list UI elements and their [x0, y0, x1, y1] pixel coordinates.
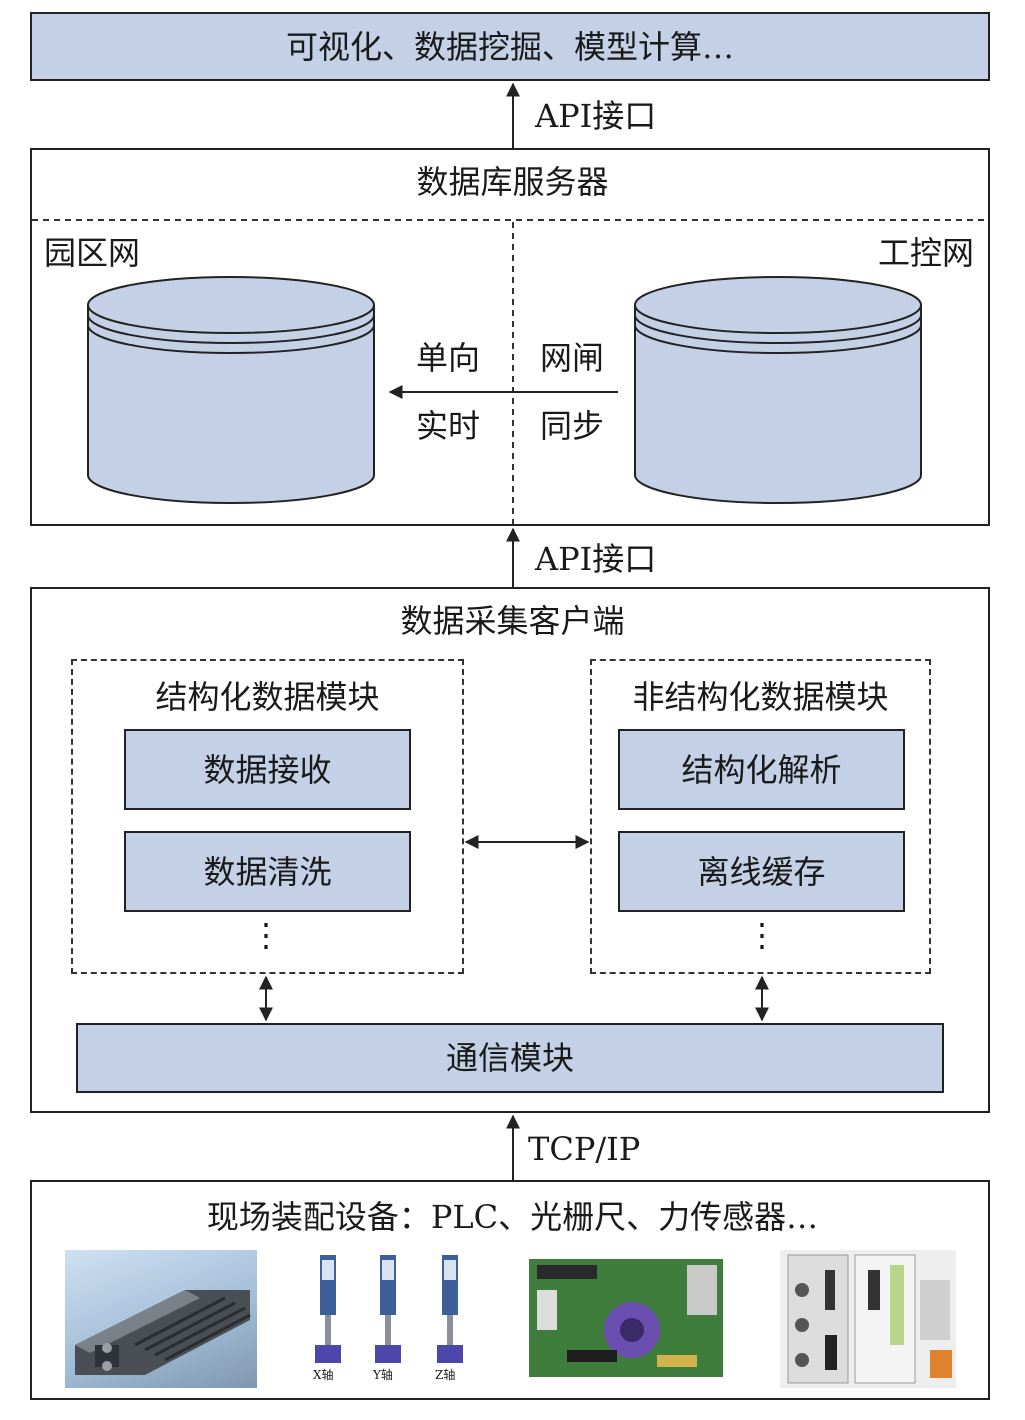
application-layer-box: 可视化、数据挖掘、模型计算… — [30, 12, 990, 81]
axis-label-z: Z轴 — [435, 1368, 456, 1382]
axis-label-y: Y轴 — [373, 1368, 393, 1382]
gateway-label: 网闸 — [540, 339, 605, 377]
api-interface-label-middle: API接口 — [535, 540, 657, 578]
tcp-ip-label: TCP/IP — [528, 1130, 641, 1168]
data-receive-box: 数据接收 — [124, 729, 411, 810]
one-way-label: 单向 — [416, 339, 481, 377]
left-database-line1: 时序数据库 — [151, 387, 312, 425]
data-cleaning-box: 数据清洗 — [124, 831, 411, 912]
offline-cache-label: 离线缓存 — [697, 852, 826, 891]
field-devices-title: 现场装配设备：PLC、光栅尺、力传感器… — [206, 1198, 819, 1236]
position-sensors-image: X轴 Y轴 Z轴 — [310, 1250, 480, 1388]
industrial-network-label: 工控网 — [878, 234, 975, 272]
plc-controller-image — [780, 1250, 956, 1388]
unstructured-more-ellipsis: ⋮ — [746, 916, 778, 954]
acquisition-card-image — [527, 1255, 725, 1381]
right-database-line2: 全量历史数据 — [682, 425, 875, 463]
application-layer-label: 可视化、数据挖掘、模型计算… — [285, 27, 734, 66]
offline-cache-box: 离线缓存 — [618, 831, 905, 912]
communication-module-label: 通信模块 — [445, 1039, 574, 1077]
data-cleaning-label: 数据清洗 — [203, 852, 332, 891]
campus-network-label: 园区网 — [44, 234, 141, 272]
database-server-frame — [30, 148, 990, 526]
structured-module-title: 结构化数据模块 — [155, 678, 380, 716]
data-collection-client-title: 数据采集客户端 — [400, 602, 625, 640]
axis-label-x: X轴 — [313, 1368, 334, 1382]
data-receive-label: 数据接收 — [203, 750, 332, 789]
right-database-line1: 时序数据库 — [698, 387, 859, 425]
grating-ruler-image — [65, 1250, 257, 1388]
structured-more-ellipsis: ⋮ — [250, 916, 282, 954]
api-interface-label-top: API接口 — [535, 97, 657, 135]
unstructured-data-module — [590, 659, 931, 974]
unstructured-module-title: 非结构化数据模块 — [632, 678, 889, 716]
left-database-line2: 全量历史数据 — [135, 425, 328, 463]
realtime-label: 实时 — [416, 407, 481, 445]
sync-label: 同步 — [540, 407, 605, 445]
database-server-title: 数据库服务器 — [416, 163, 609, 201]
communication-module-box: 通信模块 — [76, 1023, 944, 1093]
structured-parsing-label: 结构化解析 — [681, 750, 842, 789]
structured-parsing-box: 结构化解析 — [618, 729, 905, 810]
structured-data-module — [71, 659, 464, 974]
